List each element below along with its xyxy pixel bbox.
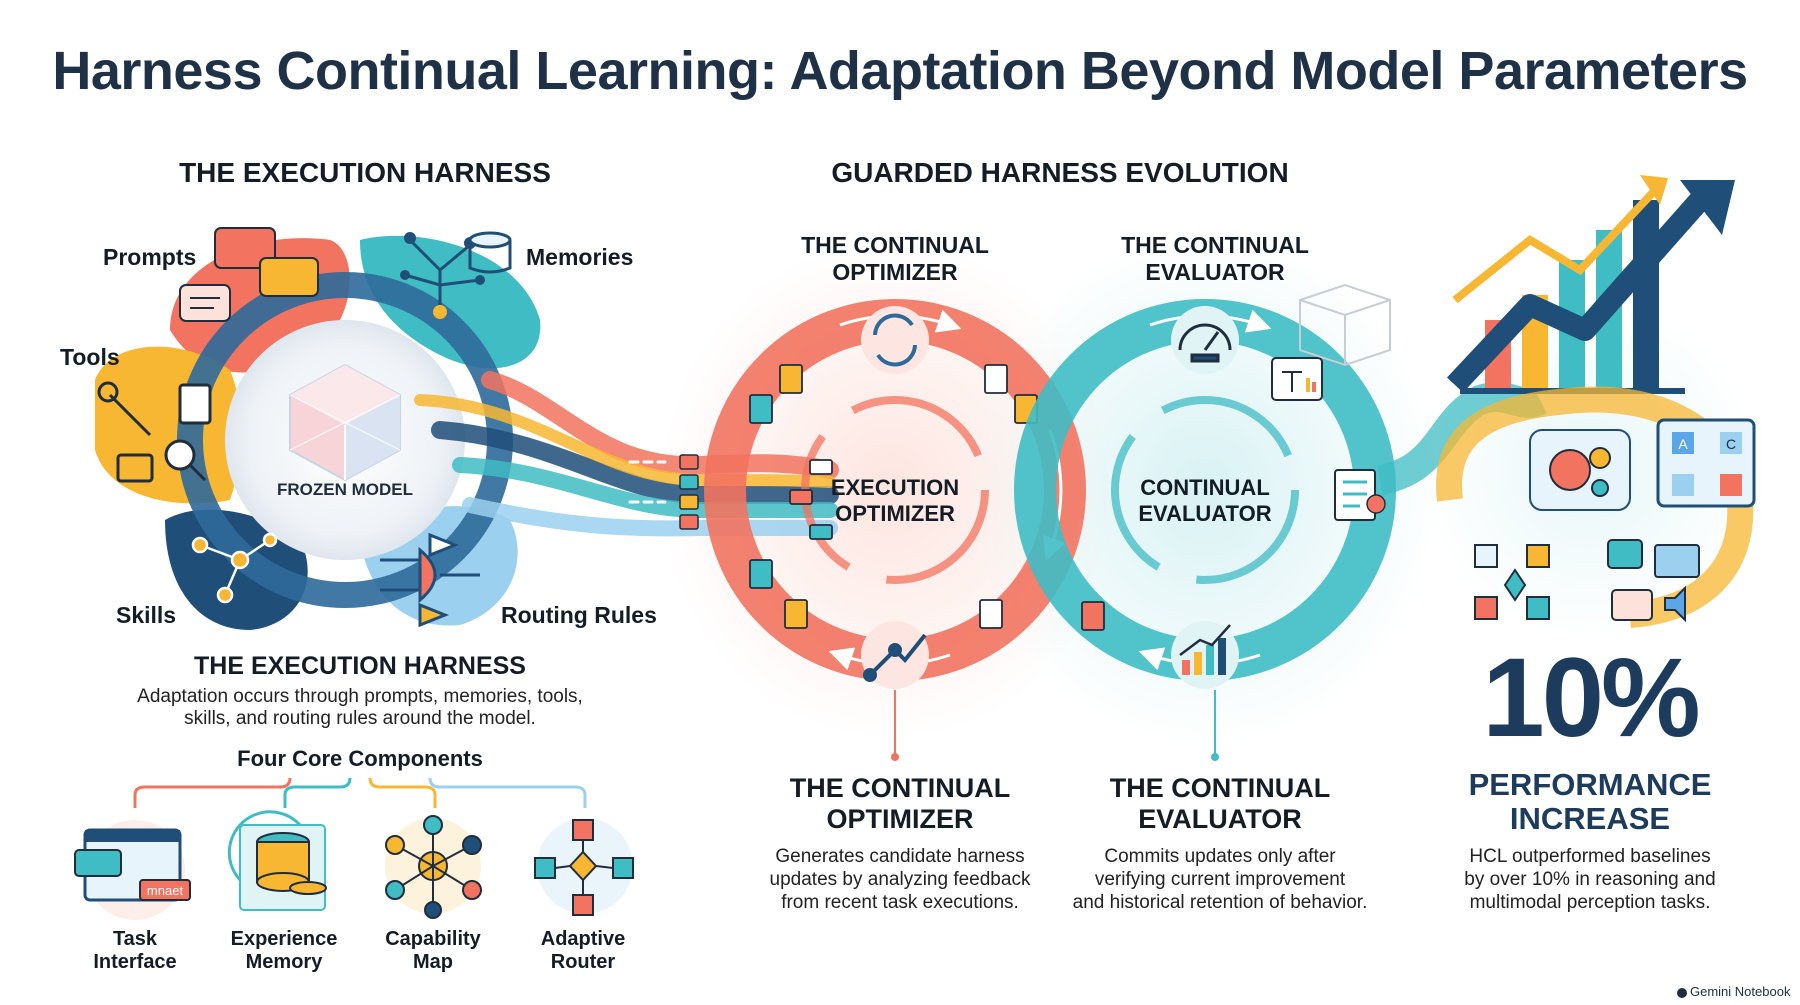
- harness-subheading: THE EXECUTION HARNESS: [194, 652, 526, 680]
- checklist-icon: [1334, 469, 1386, 521]
- brain-gear-icon: [1529, 429, 1631, 511]
- continual-evaluator-line1: CONTINUAL: [1140, 475, 1270, 500]
- frozen-model-label: FROZEN MODEL: [277, 480, 413, 499]
- evaluator-loop: [1014, 283, 1396, 689]
- component-label-line1: Capability: [385, 928, 481, 950]
- optimizer-loop: [704, 299, 1086, 689]
- chat-media-icon: [1607, 539, 1700, 623]
- skills-icon: [191, 532, 278, 604]
- cycle-icon: [873, 313, 917, 367]
- evaluator-description: Commits updates only after verifying cur…: [1040, 845, 1400, 914]
- evaluator-desc-line2: verifying current improvement: [1094, 869, 1346, 890]
- watermark: Gemini Notebook: [1690, 984, 1791, 999]
- memories-icon: [400, 231, 512, 319]
- task-interface-icon: mnaet: [74, 820, 191, 920]
- evaluator-top-line2: EVALUATOR: [1145, 259, 1285, 285]
- prompts-label: Prompts: [103, 244, 197, 270]
- gauge-icon: [1178, 323, 1232, 363]
- experience-memory-icon: [227, 810, 327, 911]
- optimizer-bottom-heading: THE CONTINUAL OPTIMIZER: [755, 773, 1045, 835]
- component-label-line1: Experience: [230, 928, 338, 950]
- tools-icon: [97, 381, 212, 483]
- evaluator-bottom-heading: THE CONTINUAL EVALUATOR: [1075, 773, 1365, 835]
- optimizer-top-line2: OPTIMIZER: [832, 259, 958, 285]
- component-task-interface: Task Interface: [65, 928, 205, 974]
- execution-optimizer-line2: OPTIMIZER: [835, 501, 955, 526]
- wireframe-cube-icon: [1299, 283, 1391, 367]
- component-experience-memory: Experience Memory: [214, 928, 354, 974]
- optimizer-pointer-dot: [891, 753, 899, 761]
- component-label-line1: Adaptive: [540, 928, 626, 950]
- evaluator-top-label: THE CONTINUAL EVALUATOR: [1095, 232, 1335, 286]
- stat-desc-line1: HCL outperformed baselines: [1469, 846, 1711, 867]
- evaluator-desc-line3: and historical retention of behavior.: [1072, 892, 1368, 913]
- big-stat: 10%: [1482, 635, 1700, 760]
- evaluator-top-line1: THE CONTINUAL: [1121, 232, 1309, 258]
- optimizer-desc-line1: Generates candidate harness: [775, 846, 1025, 867]
- evaluator-bottom-line2: EVALUATOR: [1138, 804, 1302, 834]
- component-connectors: [133, 777, 587, 808]
- page-title: Harness Continual Learning: Adaptation B…: [52, 41, 1748, 101]
- component-label-line2: Interface: [93, 951, 177, 973]
- optimizer-top-label: THE CONTINUAL OPTIMIZER: [775, 232, 1015, 286]
- components-heading: Four Core Components: [237, 746, 483, 771]
- math-blocks-icon: [1474, 544, 1550, 620]
- tools-label: Tools: [60, 344, 120, 370]
- component-label-line2: Router: [550, 951, 616, 973]
- optimizer-desc-line3: from recent task executions.: [781, 892, 1019, 913]
- optimizer-bottom-line1: THE CONTINUAL: [789, 773, 1011, 803]
- stat-label: PERFORMANCE INCREASE: [1430, 768, 1750, 836]
- balance-scale-icon: [1271, 357, 1323, 401]
- prompts-icon: [179, 227, 319, 322]
- evaluator-doc-icon: [1081, 601, 1105, 631]
- stat-description: HCL outperformed baselines by over 10% i…: [1430, 845, 1750, 914]
- harness-description-1: Adaptation occurs through prompts, memor…: [137, 686, 583, 707]
- harness-description-2: skills, and routing rules around the mod…: [184, 708, 536, 729]
- evaluator-bottom-line1: THE CONTINUAL: [1109, 773, 1331, 803]
- tile-letter-a: A: [1678, 436, 1688, 452]
- optimizer-bottom-line2: OPTIMIZER: [826, 804, 974, 834]
- optimizer-description: Generates candidate harness updates by a…: [740, 845, 1060, 914]
- optimizer-desc-line2: updates by analyzing feedback: [769, 869, 1031, 890]
- evaluator-desc-line1: Commits updates only after: [1104, 846, 1336, 867]
- tile-letter-b: C: [1726, 436, 1736, 452]
- optimizer-top-line1: THE CONTINUAL: [801, 232, 989, 258]
- gauge-icon-bg: [1171, 306, 1239, 374]
- data-packet-icons: [628, 454, 699, 530]
- capability-map-icon: [385, 815, 482, 919]
- continual-evaluator-line2: EVALUATOR: [1138, 501, 1272, 526]
- bar-chart-icon: [1179, 624, 1231, 675]
- watermark-logo-icon: [1677, 988, 1687, 998]
- adaptive-router-icon: [534, 818, 634, 916]
- component-adaptive-router: Adaptive Router: [513, 928, 653, 974]
- routing-rules-label: Routing Rules: [501, 602, 657, 628]
- memories-segment: [360, 235, 541, 369]
- stat-desc-line2: by over 10% in reasoning and: [1464, 869, 1716, 890]
- growth-chart-icon: [1446, 175, 1735, 394]
- document-icons: [749, 364, 1038, 629]
- component-capability-map: Capability Map: [363, 928, 503, 974]
- component-label-line2: Memory: [245, 951, 323, 973]
- evaluator-pointer-dot: [1211, 753, 1219, 761]
- execution-optimizer-line1: EXECUTION: [830, 475, 960, 500]
- routing-rules-icon: [380, 532, 480, 628]
- evolution-heading: GUARDED HARNESS EVOLUTION: [831, 157, 1289, 188]
- interface-tag: mnaet: [147, 883, 184, 898]
- continual-evaluator-label: CONTINUAL EVALUATOR: [1115, 475, 1295, 527]
- memories-label: Memories: [526, 244, 634, 270]
- skills-label: Skills: [116, 602, 177, 628]
- flow-grid-icon: A C: [1656, 418, 1756, 508]
- harness-heading: THE EXECUTION HARNESS: [179, 157, 551, 188]
- data-streams: [414, 371, 839, 537]
- frozen-model-icon: [289, 363, 401, 482]
- stat-desc-line3: multimodal perception tasks.: [1469, 892, 1711, 913]
- growth-arrow-icon: [863, 633, 927, 682]
- stat-label-line2: INCREASE: [1509, 801, 1671, 836]
- component-label-line2: Map: [413, 951, 453, 973]
- execution-optimizer-label: EXECUTION OPTIMIZER: [805, 475, 985, 527]
- stat-label-line1: PERFORMANCE: [1468, 767, 1712, 802]
- component-label-line1: Task: [112, 928, 158, 950]
